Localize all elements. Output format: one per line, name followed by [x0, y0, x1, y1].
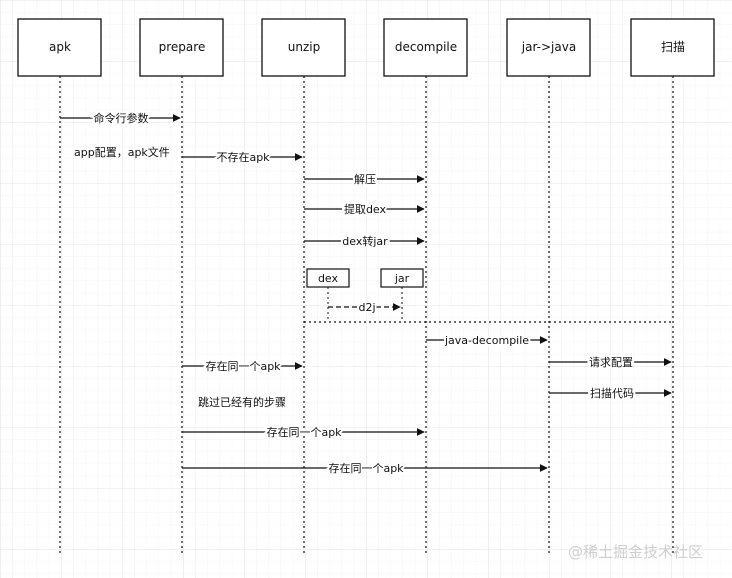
message-same-apk-decompile-label: 存在同一个apk	[266, 425, 342, 439]
message-cmd-args-label: 命令行参数	[94, 111, 149, 125]
message-unpack: 解压	[304, 170, 425, 188]
message-same-apk-unzip-label: 存在同一个apk	[205, 359, 281, 373]
message-unpack-label: 解压	[354, 172, 376, 186]
message-scan-code-label: 扫描代码	[590, 386, 634, 400]
message-same-apk-decompile: 存在同一个apk	[182, 423, 425, 441]
participant-decompile: decompile	[383, 18, 468, 77]
participant-scan: 扫描	[630, 18, 715, 77]
message-dex-to-jar-label: dex转jar	[342, 234, 388, 248]
message-extract-dex-label: 提取dex	[344, 203, 387, 216]
message-dex-to-jar: dex转jar	[304, 232, 425, 250]
message-not-exist-apk-label: 不存在apk	[216, 150, 270, 164]
message-extract-dex: 提取dex	[304, 201, 425, 218]
message-java-decompile-label: java-decompile	[444, 334, 529, 347]
message-request-config: 请求配置	[549, 354, 672, 371]
jar-box-label: jar	[394, 272, 410, 285]
participant-apk-label: apk	[49, 40, 71, 54]
participant-unzip-label: unzip	[288, 40, 320, 54]
dex-box-label: dex	[318, 272, 339, 285]
message-same-apk-unzip: 存在同一个apk	[182, 357, 303, 375]
participant-unzip: unzip	[261, 18, 346, 77]
watermark: @稀土掘金技术社区	[568, 543, 703, 561]
message-same-apk-jar2java: 存在同一个apk	[182, 459, 548, 477]
message-request-config-label: 请求配置	[589, 356, 633, 369]
message-scan-code: 扫描代码	[549, 384, 672, 402]
participant-prepare: prepare	[139, 18, 224, 77]
participant-apk: apk	[17, 18, 102, 77]
participant-jar2java-label: jar->java	[521, 40, 576, 54]
participant-decompile-label: decompile	[395, 40, 457, 54]
participant-scan-label: 扫描	[661, 40, 685, 54]
message-not-exist-apk: 不存在apk	[182, 148, 303, 166]
d2j-label: d2j	[358, 301, 375, 314]
note-app-config: app配置，apk文件	[74, 145, 170, 159]
subprocess-d2j: dex jar d2j	[306, 268, 424, 322]
note-skip-steps: 跳过已经有的步骤	[198, 395, 286, 409]
message-java-decompile: java-decompile	[426, 332, 548, 349]
message-same-apk-jar2java-label: 存在同一个apk	[328, 461, 404, 475]
participant-jar2java: jar->java	[506, 18, 591, 77]
message-cmd-args: 命令行参数	[60, 109, 181, 127]
participant-prepare-label: prepare	[159, 40, 206, 54]
